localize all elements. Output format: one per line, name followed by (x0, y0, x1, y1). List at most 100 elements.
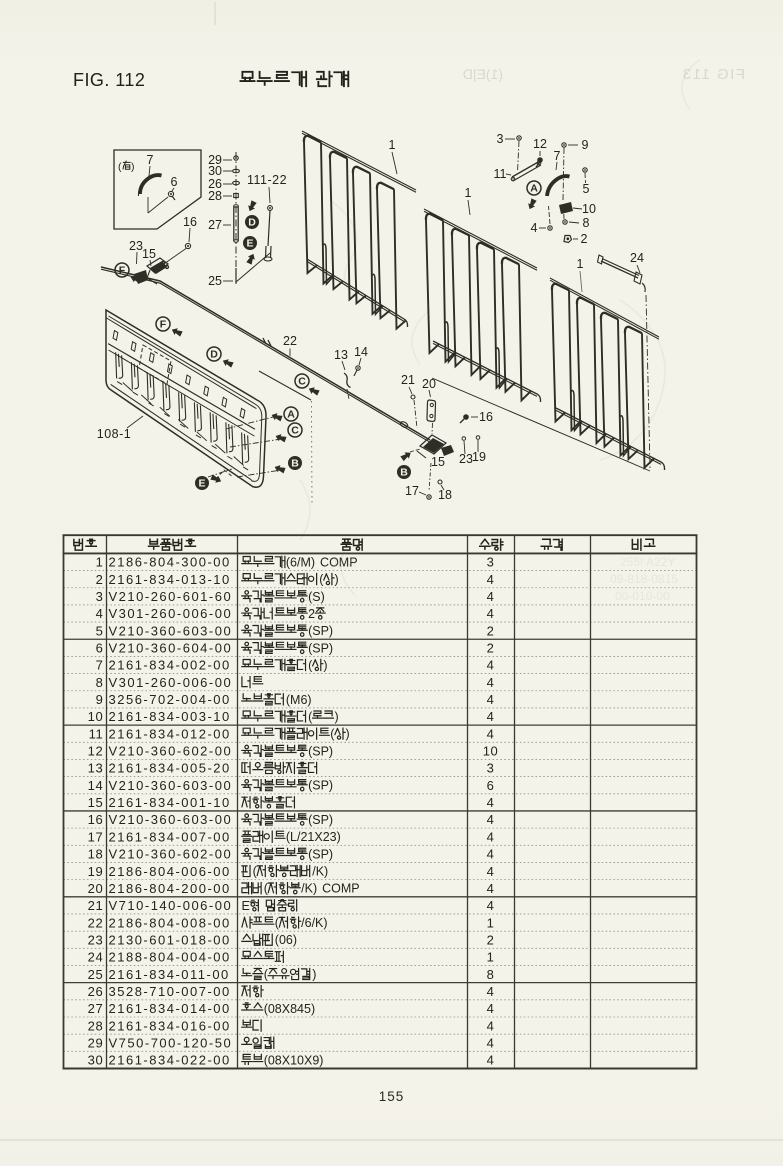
svg-text:2186-804-008-00: 2186-804-008-00 (109, 915, 231, 930)
svg-text:FIG 113: FIG 113 (681, 66, 745, 83)
svg-text:(: ( (264, 968, 269, 982)
svg-text:V710-140-006-00: V710-140-006-00 (109, 898, 233, 913)
svg-text:3: 3 (96, 589, 104, 604)
svg-text:2161-834-003-10: 2161-834-003-10 (109, 709, 231, 724)
svg-text:20: 20 (422, 377, 436, 391)
svg-text:4: 4 (531, 221, 538, 235)
svg-text:V210-360-604-00: V210-360-604-00 (109, 641, 233, 656)
svg-text:4: 4 (487, 1053, 495, 1068)
svg-text:19: 19 (88, 864, 104, 879)
svg-text:9: 9 (96, 692, 104, 707)
svg-text:V210-360-602-00: V210-360-602-00 (109, 744, 233, 759)
svg-text:(M6): (M6) (286, 693, 312, 707)
svg-text:(SP): (SP) (308, 779, 333, 793)
svg-text:2161-834-011-00: 2161-834-011-00 (109, 967, 230, 982)
svg-text:6: 6 (171, 175, 178, 189)
svg-text:1: 1 (487, 950, 495, 965)
svg-text:10: 10 (88, 709, 104, 724)
svg-text:8: 8 (583, 216, 590, 230)
svg-text:4: 4 (487, 572, 495, 587)
svg-text:4: 4 (487, 589, 495, 604)
svg-text:2: 2 (487, 623, 495, 638)
svg-text:23: 23 (88, 932, 104, 947)
svg-text:V210-360-603-00: V210-360-603-00 (109, 778, 233, 793)
svg-text:4: 4 (487, 692, 495, 707)
svg-text:(08X10X9): (08X10X9) (264, 1053, 324, 1067)
svg-text:19: 19 (472, 450, 486, 464)
svg-text:V210-360-602-00: V210-360-602-00 (109, 847, 233, 862)
svg-text:12: 12 (533, 137, 547, 151)
svg-text:4: 4 (487, 812, 495, 827)
svg-text:(SP): (SP) (308, 641, 333, 655)
svg-text:4: 4 (487, 709, 495, 724)
svg-text:C: C (291, 425, 299, 437)
svg-text:D: D (248, 217, 256, 229)
svg-text:16: 16 (183, 215, 197, 229)
svg-text:09-818-0815: 09-818-0815 (610, 572, 678, 586)
svg-text:25: 25 (88, 967, 104, 982)
svg-text:18: 18 (88, 847, 104, 862)
svg-text:(: ( (118, 161, 122, 173)
svg-text:2161-834-005-20: 2161-834-005-20 (109, 761, 231, 776)
svg-text:(M)A: (M)A (330, 556, 356, 570)
svg-text:(: ( (253, 864, 258, 878)
svg-text:): ) (312, 968, 316, 982)
svg-text:30: 30 (88, 1053, 104, 1068)
svg-text:4: 4 (487, 1035, 495, 1050)
svg-text:FIG. 112: FIG. 112 (73, 70, 145, 90)
svg-text:4: 4 (96, 606, 104, 621)
svg-text:2: 2 (96, 572, 104, 587)
svg-text:26: 26 (88, 984, 104, 999)
svg-text:21: 21 (88, 898, 104, 913)
svg-text:4: 4 (487, 658, 495, 673)
svg-text:15: 15 (431, 455, 445, 469)
svg-text:(SP): (SP) (308, 813, 333, 827)
svg-text:5: 5 (583, 182, 590, 196)
svg-text:2161-834-002-00: 2161-834-002-00 (109, 658, 231, 673)
svg-text:15: 15 (88, 795, 104, 810)
svg-text:(L/21X23): (L/21X23) (286, 830, 341, 844)
svg-text:12: 12 (88, 744, 104, 759)
svg-text:108-1: 108-1 (97, 427, 131, 441)
svg-text:2161-834-022-00: 2161-834-022-00 (109, 1053, 231, 1068)
svg-text:27: 27 (208, 218, 222, 232)
svg-text:3: 3 (487, 761, 495, 776)
svg-text:21: 21 (401, 373, 415, 387)
svg-text:7: 7 (147, 153, 154, 167)
svg-text:3: 3 (497, 132, 504, 146)
svg-text:(: ( (275, 916, 280, 930)
svg-text:23: 23 (459, 452, 473, 466)
svg-text:C: C (298, 376, 306, 388)
svg-text:6: 6 (96, 641, 104, 656)
svg-text:26: 26 (208, 177, 222, 191)
svg-text:8: 8 (96, 675, 104, 690)
svg-text:13: 13 (334, 348, 348, 362)
svg-text:1: 1 (465, 186, 472, 200)
svg-text:): ) (346, 727, 350, 741)
svg-text:(S): (S) (308, 590, 325, 604)
svg-text:(6/M): (6/M) (286, 555, 315, 569)
svg-text:2161-834-014-00: 2161-834-014-00 (109, 1001, 231, 1016)
svg-text:2161-834-013-10: 2161-834-013-10 (109, 572, 231, 587)
svg-text:3256-702-004-00: 3256-702-004-00 (109, 692, 231, 707)
svg-text:15: 15 (142, 247, 156, 261)
svg-text:14: 14 (88, 778, 104, 793)
svg-text:10: 10 (483, 744, 498, 759)
svg-text:1: 1 (96, 555, 104, 570)
svg-text:28: 28 (208, 189, 222, 203)
svg-text:(1)E|D: (1)E|D (463, 66, 503, 82)
svg-text:B: B (400, 467, 408, 479)
svg-text:D: D (210, 349, 218, 361)
svg-text:4: 4 (487, 984, 495, 999)
svg-text:29: 29 (208, 153, 222, 167)
svg-text:2161-834-012-00: 2161-834-012-00 (109, 726, 231, 741)
svg-text:(: ( (330, 727, 335, 741)
svg-text:A: A (530, 183, 538, 195)
svg-text:20: 20 (88, 881, 104, 896)
svg-text:(08X845): (08X845) (264, 1002, 315, 1016)
svg-text:24: 24 (630, 251, 644, 265)
svg-text:(: ( (264, 882, 269, 896)
svg-text:A: A (287, 409, 295, 421)
svg-text:24: 24 (88, 950, 104, 965)
svg-text:1: 1 (487, 915, 495, 930)
